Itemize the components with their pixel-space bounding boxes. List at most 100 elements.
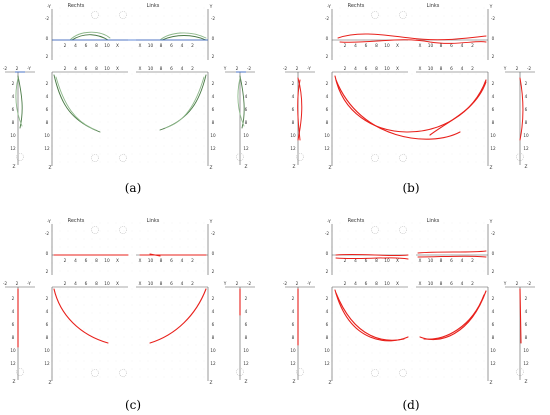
tick-label: 4 bbox=[74, 43, 77, 49]
grid-dot bbox=[339, 368, 341, 370]
grid-dot bbox=[203, 47, 205, 49]
grid-dot bbox=[339, 73, 341, 75]
grid-dot bbox=[483, 246, 485, 248]
grid-dot bbox=[91, 145, 93, 147]
grid-dot bbox=[123, 47, 125, 49]
grid-dot bbox=[347, 230, 349, 232]
grid-dot bbox=[395, 145, 397, 147]
axis-letter: Z bbox=[245, 164, 248, 170]
grid-dot bbox=[363, 161, 365, 163]
grid-dot bbox=[99, 238, 101, 240]
grid-dot bbox=[443, 23, 445, 25]
grid-dot bbox=[83, 23, 85, 25]
grid-dot bbox=[443, 368, 445, 370]
grid-dot bbox=[179, 262, 181, 264]
grid-dot bbox=[483, 47, 485, 49]
grid-dot bbox=[75, 97, 77, 99]
grid-dot bbox=[163, 55, 165, 57]
grid-dot bbox=[155, 368, 157, 370]
grid-dot bbox=[379, 113, 381, 115]
grid-dot bbox=[339, 238, 341, 240]
tick-label: 12 bbox=[210, 146, 216, 151]
grid-dot bbox=[395, 81, 397, 83]
grid-dot bbox=[339, 312, 341, 314]
grid-dot bbox=[75, 55, 77, 57]
grid-dot bbox=[107, 262, 109, 264]
grid-dot bbox=[171, 89, 173, 91]
tick-label: 2 bbox=[12, 296, 15, 301]
grid-dot bbox=[155, 89, 157, 91]
grid-dot bbox=[83, 360, 85, 362]
tick-label: 8 bbox=[160, 66, 163, 72]
grid-dot bbox=[67, 312, 69, 314]
grid-dot bbox=[75, 288, 77, 290]
grid-dot bbox=[131, 246, 133, 248]
tick-label: 8 bbox=[160, 43, 163, 49]
tick-label: 2 bbox=[344, 258, 347, 264]
grid-dot bbox=[371, 81, 373, 83]
grid-dot bbox=[379, 129, 381, 131]
grid-dot bbox=[483, 336, 485, 338]
grid-dot bbox=[91, 73, 93, 75]
tick-label: -2 bbox=[211, 231, 216, 236]
grid-dot bbox=[131, 23, 133, 25]
tick-label: 6 bbox=[170, 66, 173, 72]
grid-dot bbox=[187, 230, 189, 232]
grid-dot bbox=[195, 344, 197, 346]
grid-dot bbox=[467, 368, 469, 370]
tick-label: 8 bbox=[525, 120, 528, 125]
grid-dot bbox=[147, 121, 149, 123]
grid-dot bbox=[195, 73, 197, 75]
grid-dot bbox=[147, 376, 149, 378]
grid-dot bbox=[107, 368, 109, 370]
grid-dot bbox=[483, 55, 485, 57]
grid-dot bbox=[387, 23, 389, 25]
grid-dot bbox=[163, 137, 165, 139]
grid-dot bbox=[379, 97, 381, 99]
grid-dot bbox=[59, 15, 61, 17]
grid-dot bbox=[395, 222, 397, 224]
grid-dot bbox=[435, 55, 437, 57]
grid-dot bbox=[459, 336, 461, 338]
grid-dot bbox=[67, 368, 69, 370]
grid-dot bbox=[443, 7, 445, 9]
grid-dot bbox=[59, 230, 61, 232]
grid-dot bbox=[347, 89, 349, 91]
grid-dot bbox=[123, 7, 125, 9]
grid-dot bbox=[123, 296, 125, 298]
grid-dot bbox=[467, 328, 469, 330]
grid-dot bbox=[475, 288, 477, 290]
grid-dot bbox=[339, 7, 341, 9]
grid-dot bbox=[387, 288, 389, 290]
grid-dot bbox=[147, 73, 149, 75]
grid-dot bbox=[363, 105, 365, 107]
grid-dot bbox=[363, 97, 365, 99]
grid-dot bbox=[419, 230, 421, 232]
grid-dot bbox=[403, 246, 405, 248]
grid-dot bbox=[459, 360, 461, 362]
grid-dot bbox=[67, 246, 69, 248]
grid-dot bbox=[139, 161, 141, 163]
axis-letter: -Y bbox=[47, 219, 51, 225]
grid-dot bbox=[91, 304, 93, 306]
grid-dot bbox=[451, 15, 453, 17]
grid-dot bbox=[131, 145, 133, 147]
grid-dot bbox=[459, 320, 461, 322]
axis-letter: Y bbox=[209, 4, 213, 10]
grid-dot bbox=[379, 7, 381, 9]
grid-dot bbox=[387, 47, 389, 49]
grid-dot bbox=[123, 31, 125, 33]
grid-dot bbox=[451, 336, 453, 338]
tick-label: 8 bbox=[245, 120, 248, 125]
grid-dot bbox=[203, 344, 205, 346]
grid-dot bbox=[427, 15, 429, 17]
grid-dot bbox=[123, 97, 125, 99]
grid-dot bbox=[107, 97, 109, 99]
grid-dot bbox=[451, 23, 453, 25]
grid-dot bbox=[459, 238, 461, 240]
grid-dot bbox=[91, 376, 93, 378]
grid-dot bbox=[411, 97, 413, 99]
grid-dot bbox=[475, 304, 477, 306]
grid-dot bbox=[435, 113, 437, 115]
grid-dot bbox=[379, 368, 381, 370]
